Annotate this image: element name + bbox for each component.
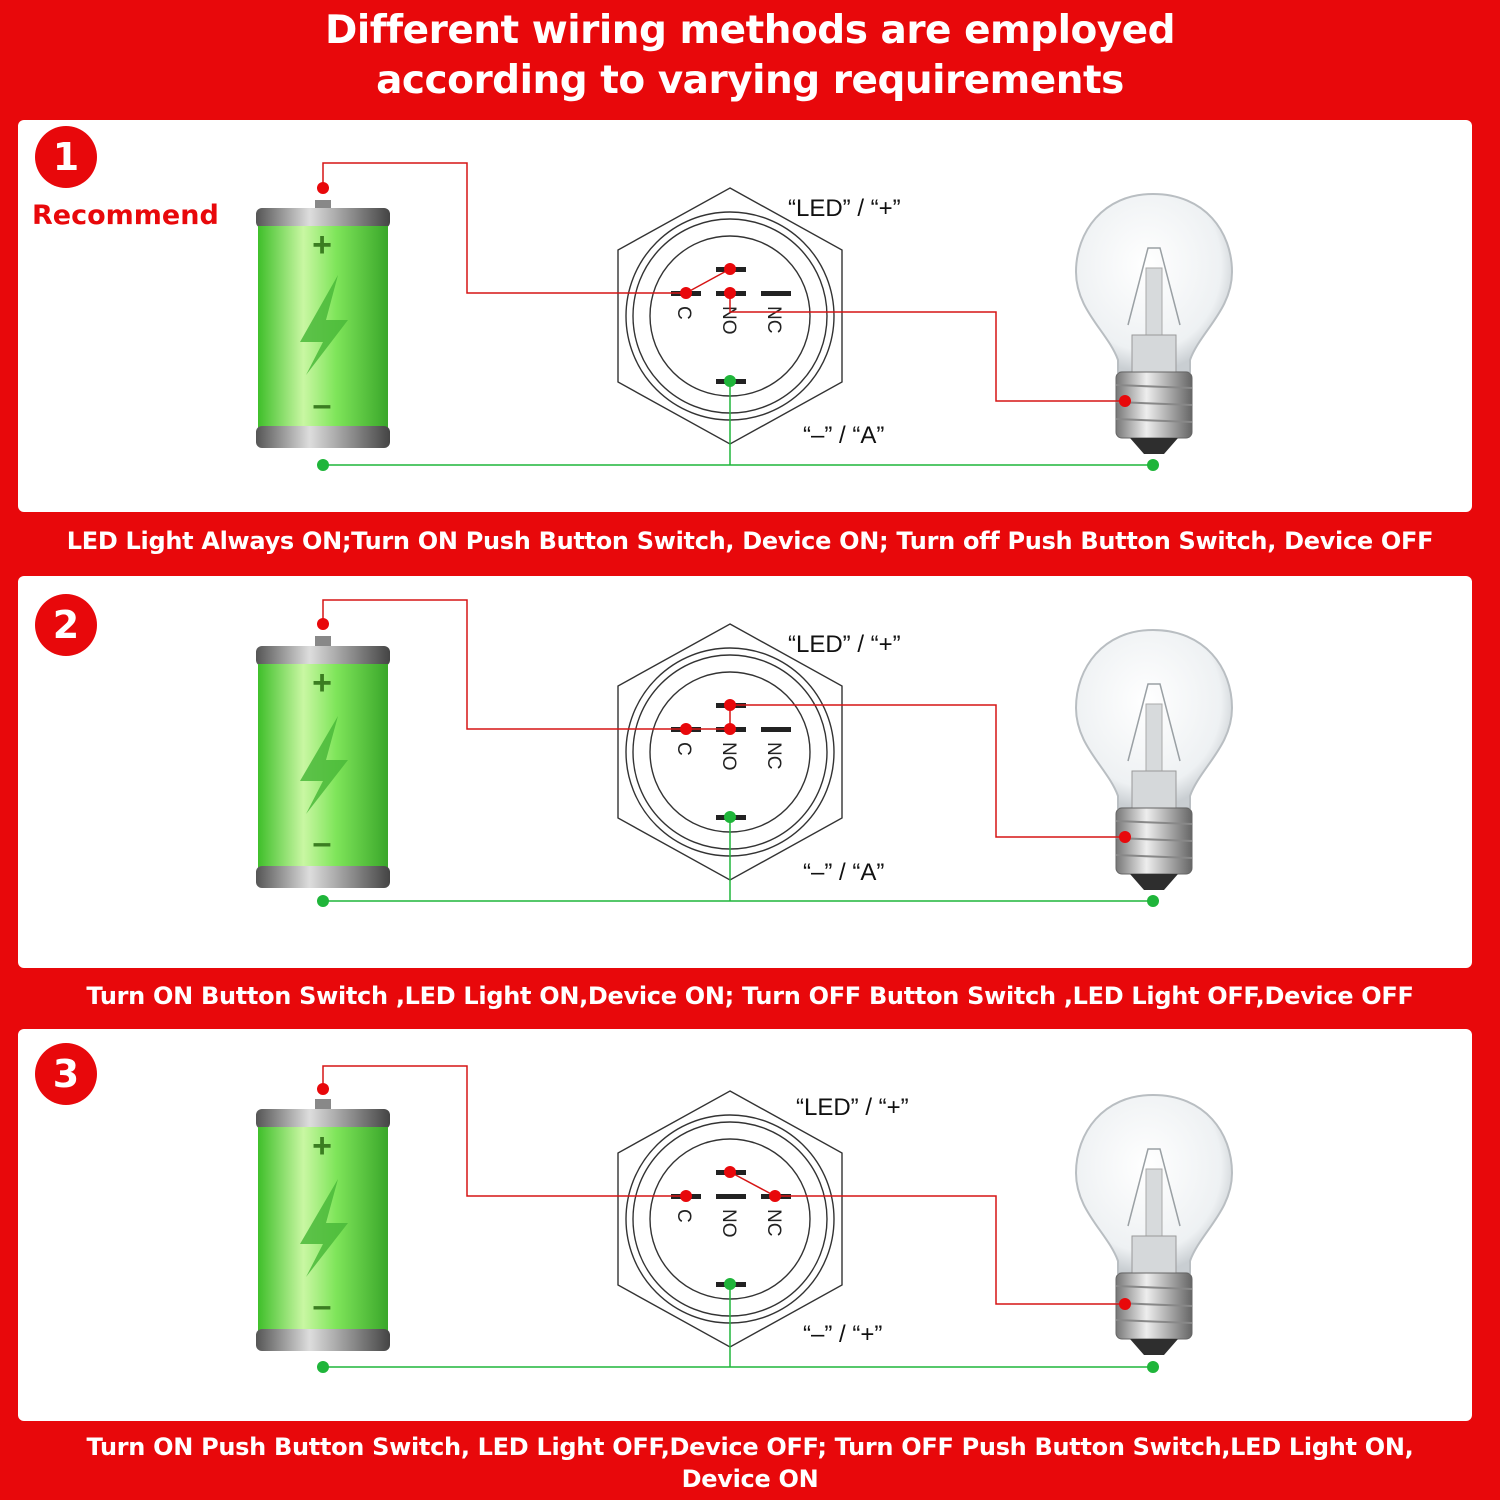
title-line-2: according to varying requirements xyxy=(376,58,1124,103)
pin-c-label: C xyxy=(673,306,694,320)
panel-2-caption: Turn ON Button Switch ,LED Light ON,Devi… xyxy=(86,982,1414,1010)
step-number: 1 xyxy=(53,135,79,179)
connection-dots xyxy=(317,182,1159,471)
light-bulb-icon xyxy=(1074,628,1234,890)
positive-wires xyxy=(322,599,1125,838)
step-number-badge: 2 xyxy=(35,594,97,656)
title-line-1: Different wiring methods are employed xyxy=(324,8,1176,53)
minus-a-label: “–” / “A” xyxy=(803,422,884,449)
led-plus-label: “LED” / “+” xyxy=(796,1094,909,1121)
battery-plus-sign: + xyxy=(312,226,332,264)
step-number-badge: 3 xyxy=(35,1043,97,1105)
connection-dots xyxy=(317,618,1159,907)
light-bulb-icon xyxy=(1074,192,1234,454)
positive-wires xyxy=(322,162,1125,402)
negative-wires xyxy=(323,1284,1153,1368)
negative-wires xyxy=(323,381,1153,466)
pin-no-label: NO xyxy=(718,306,739,335)
pin-nc-label: NC xyxy=(763,306,784,333)
led-plus-label: “LED” / “+” xyxy=(788,195,901,222)
pin-no-label: NO xyxy=(718,742,739,771)
wiring-diagram-3: 3 + – C NO NC “LED” / “+” “ xyxy=(35,1043,1234,1373)
light-bulb-icon xyxy=(1074,1093,1234,1355)
battery-minus-sign: – xyxy=(313,824,332,862)
wiring-diagram-2: 2 + – C NO NC “LED” / “+” “ xyxy=(35,594,1234,907)
wiring-panel-3: 3 + – C NO NC “LED” / “+” “ xyxy=(18,1029,1472,1421)
switch-pins: C NO NC xyxy=(671,703,791,820)
panel-1-caption: LED Light Always ON;Turn ON Push Button … xyxy=(66,527,1434,555)
step-number: 3 xyxy=(53,1052,79,1096)
battery-plus-sign: + xyxy=(312,664,332,702)
negative-wires xyxy=(323,817,1153,902)
connection-dots xyxy=(317,1083,1159,1373)
panel-3-caption: Turn ON Push Button Switch, LED Light OF… xyxy=(86,1433,1414,1493)
battery-icon: + – xyxy=(256,200,390,448)
battery-icon: + – xyxy=(256,1099,390,1351)
switch-pins: C NO NC xyxy=(671,267,791,384)
minus-a-label: “–” / “A” xyxy=(803,859,884,886)
pin-no-label: NO xyxy=(718,1209,739,1238)
pin-c-label: C xyxy=(673,1209,694,1223)
battery-plus-sign: + xyxy=(312,1127,332,1165)
battery-minus-sign: – xyxy=(313,1287,332,1325)
battery-icon: + – xyxy=(256,636,390,888)
pin-nc-label: NC xyxy=(763,742,784,769)
step-number-badge: 1 xyxy=(35,126,97,188)
step-number: 2 xyxy=(53,603,79,647)
minus-plus-label: “–” / “+” xyxy=(803,1321,882,1348)
pin-c-label: C xyxy=(673,742,694,756)
pin-nc-label: NC xyxy=(763,1209,784,1236)
led-plus-label: “LED” / “+” xyxy=(788,631,901,658)
page-title: Different wiring methods are employed ac… xyxy=(0,0,1500,112)
wiring-panel-1: 1 Recommend + – C NO NC xyxy=(18,120,1472,512)
switch-pins: C NO NC xyxy=(671,1170,791,1287)
recommend-label: Recommend xyxy=(32,200,219,231)
wiring-diagram-1: 1 Recommend + – C NO NC xyxy=(32,126,1234,471)
wiring-panel-2: 2 + – C NO NC “LED” / “+” “ xyxy=(18,576,1472,968)
battery-minus-sign: – xyxy=(313,386,332,424)
positive-wires xyxy=(322,1065,1125,1305)
